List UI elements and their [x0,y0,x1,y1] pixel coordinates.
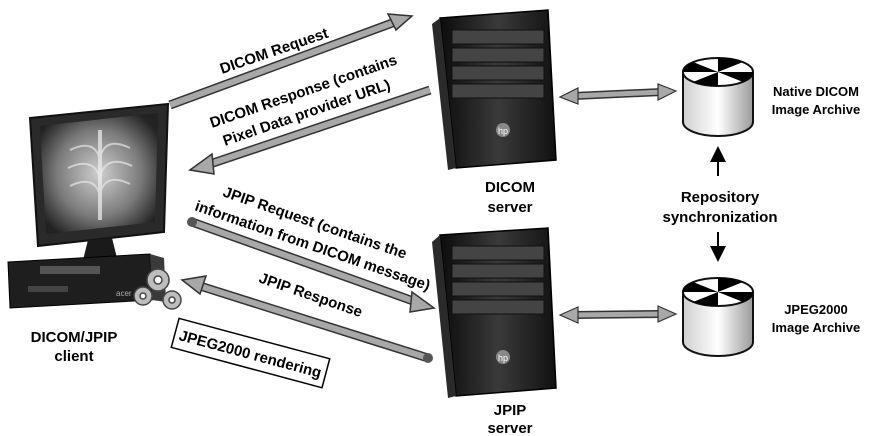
dicom-response-arrow [188,85,432,175]
jpeg2000-archive-label-line1: JPEG2000 [784,302,848,317]
dicom-archive-link-arrow [558,83,678,105]
native-archive-label-line1: Native DICOM [773,84,859,99]
jpeg2000-rendering-box: JPEG2000 rendering [170,317,331,389]
jpip-server-label-line2: server [487,420,532,436]
dicom-server-label-line1: DICOM [485,179,535,196]
jpeg2000-archive-icon [682,277,754,357]
jpip-request-arrow [187,217,436,313]
dicom-server-label-line2: server [487,199,532,216]
dicom-server-icon: hp [432,9,557,170]
client-label-line1: DICOM/JPIP [31,329,118,346]
pc-brand-label: acer [116,289,132,298]
jpip-archive-link-arrow [558,305,678,324]
native-dicom-archive-icon [682,57,754,137]
client-computer-icon: acer [7,102,170,309]
jpip-server-label-line1: JPIP [494,402,527,419]
sync-label-line2: synchronization [662,209,777,226]
jpeg2000-archive-label-line2: Image Archive [772,320,860,335]
gears-icon [133,268,182,310]
sync-label-line1: Repository [681,189,760,206]
client-label-line2: client [54,348,93,365]
server-logo: hp [498,126,508,136]
server-logo: hp [498,353,508,363]
jpip-response-arrow [180,275,433,363]
dicom-request-arrow [168,13,414,110]
jpip-server-icon: hp [432,227,557,398]
native-archive-label-line2: Image Archive [772,102,860,117]
